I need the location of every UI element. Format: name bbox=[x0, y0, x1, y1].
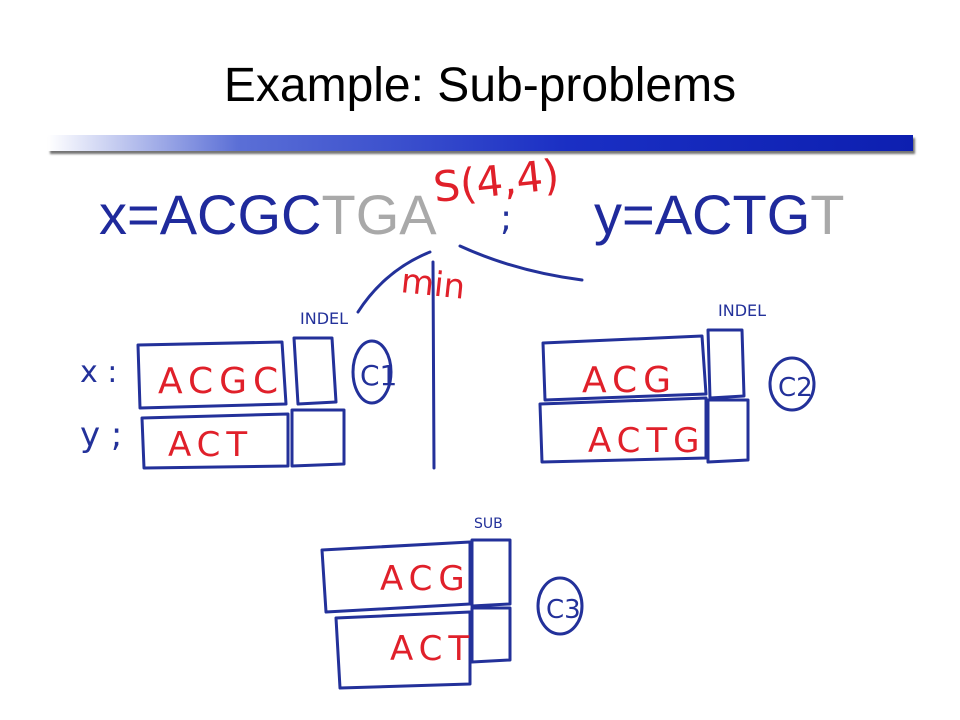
case-3-x-box bbox=[320, 540, 472, 614]
title-underline-bar bbox=[48, 135, 913, 151]
case-3-x-part: ACG bbox=[380, 559, 471, 599]
case-2-x-part: ACG bbox=[582, 360, 677, 401]
sequence-x-suffix: TGA bbox=[321, 183, 437, 246]
sequence-y-prefix: ACTG bbox=[654, 183, 811, 246]
row-y-label: y ; bbox=[80, 415, 122, 455]
subproblem-label: S(4,4) bbox=[431, 150, 562, 212]
sequence-y: y=ACTGT bbox=[594, 183, 844, 247]
vertical-divider bbox=[431, 260, 436, 470]
case-1-x-box bbox=[136, 340, 288, 410]
case-1-x-part: ACGC bbox=[158, 361, 284, 402]
case-3-x-gap-box bbox=[470, 538, 512, 608]
divider-strokes bbox=[356, 244, 584, 470]
case-3-y-box bbox=[334, 610, 472, 690]
case-1: INDEL ACGC ACT C1 bbox=[136, 309, 397, 470]
sequence-x-prefix: ACGC bbox=[159, 183, 322, 246]
sequence-y-suffix: T bbox=[810, 183, 845, 246]
case-1-circle bbox=[351, 339, 393, 405]
case-1-tag: INDEL bbox=[300, 309, 348, 328]
case-3: SUB ACG ACT C3 bbox=[320, 516, 584, 690]
case-1-label: C1 bbox=[360, 359, 397, 392]
case-2-label: C2 bbox=[778, 373, 813, 403]
slide-title: Example: Sub-problems bbox=[223, 59, 737, 112]
case-2-circle bbox=[768, 356, 816, 412]
sequence-y-label: y= bbox=[594, 183, 655, 246]
right-branch-curve bbox=[458, 244, 584, 282]
row-x-label: x : bbox=[80, 355, 117, 390]
case-3-y-gap-box bbox=[470, 606, 512, 664]
case-3-y-part: ACT bbox=[390, 629, 475, 669]
case-2-tag: INDEL bbox=[718, 301, 766, 320]
sequence-x-label: x= bbox=[99, 183, 160, 246]
case-1-y-gap-box bbox=[290, 408, 346, 468]
case-2-x-box bbox=[541, 334, 708, 402]
case-2-y-part: ACTG bbox=[588, 421, 706, 461]
case-2-y-box bbox=[538, 396, 708, 464]
case-1-y-part: ACT bbox=[168, 425, 253, 465]
min-operator: min bbox=[399, 261, 467, 307]
case-3-label: C3 bbox=[546, 595, 581, 625]
case-3-tag: SUB bbox=[474, 516, 503, 532]
case-2-y-gap-box bbox=[706, 398, 750, 464]
case-1-y-box bbox=[140, 412, 290, 470]
case-3-circle bbox=[536, 576, 584, 636]
case-2-x-gap-box bbox=[706, 328, 746, 400]
sequence-x: x=ACGCTGA bbox=[99, 183, 437, 247]
semicolon-mark: ; bbox=[500, 198, 512, 239]
case-1-x-gap-box bbox=[292, 336, 338, 406]
case-2: INDEL ACG ACTG C2 bbox=[538, 301, 816, 464]
left-branch-curve bbox=[356, 250, 432, 314]
